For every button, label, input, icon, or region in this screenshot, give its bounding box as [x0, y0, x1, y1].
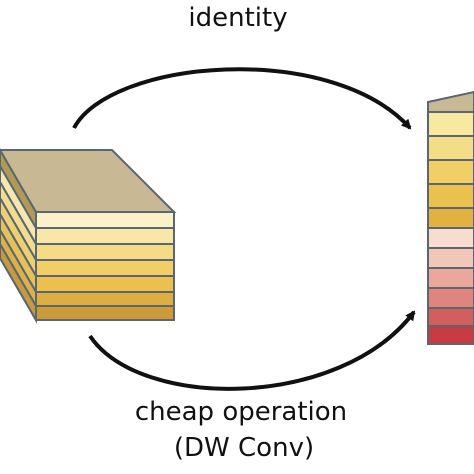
input-feature-cube	[0, 148, 177, 324]
output-layer-identity-5	[427, 207, 474, 229]
output-layer-cheap-5	[427, 307, 474, 327]
input-layer-1	[35, 211, 175, 229]
input-layer-6	[35, 291, 175, 307]
dw-conv-label: (DW Conv)	[174, 433, 314, 463]
output-layer-identity-3	[427, 159, 474, 185]
output-layer-identity-2	[427, 135, 474, 161]
output-layer-cheap-4	[427, 287, 474, 309]
output-layer-cheap-2	[427, 247, 474, 269]
output-layer-cheap-3	[427, 267, 474, 289]
identity-label: identity	[188, 3, 287, 33]
input-layer-5	[35, 275, 175, 293]
output-layer-cheap-6	[427, 325, 474, 345]
output-layer-identity-1	[427, 111, 474, 137]
input-layer-4	[35, 259, 175, 277]
output-layer-cheap-1	[427, 227, 474, 249]
output-feature-cube	[427, 90, 474, 345]
output-cube-top	[427, 90, 474, 113]
input-layer-7	[35, 305, 175, 321]
input-layer-2	[35, 227, 175, 245]
output-layer-identity-4	[427, 183, 474, 209]
input-layer-3	[35, 243, 175, 261]
cheap-operation-arrow	[88, 310, 416, 391]
input-side-stripe-6	[0, 242, 37, 324]
identity-arrow	[72, 67, 412, 130]
cheap-operation-label: cheap operation	[135, 397, 347, 427]
